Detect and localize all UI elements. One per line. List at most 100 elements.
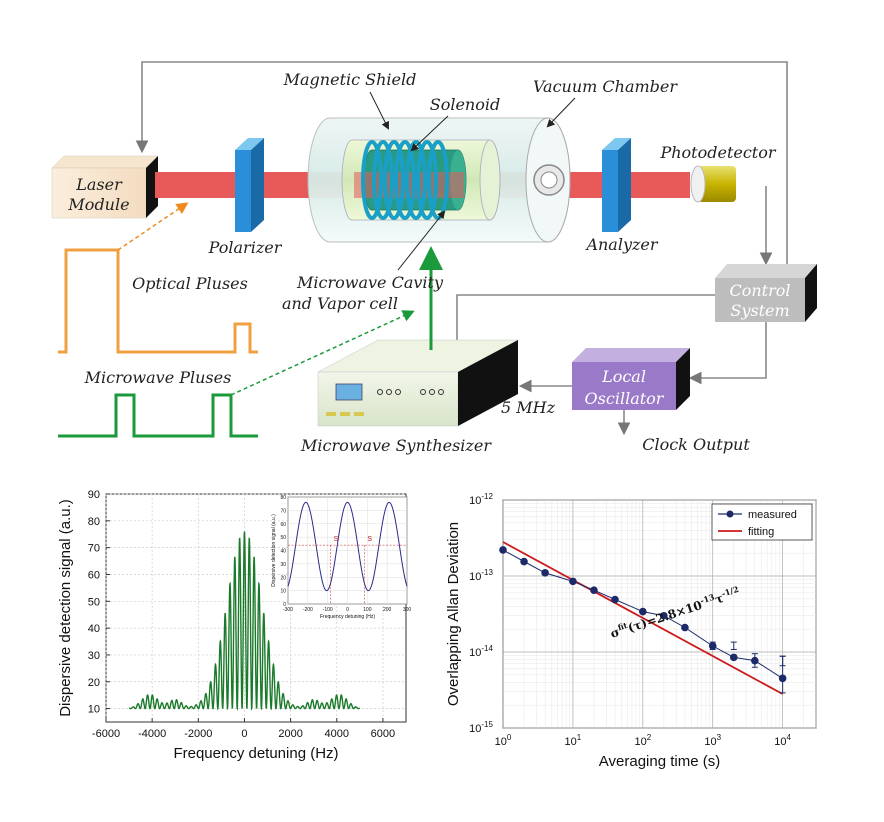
local-oscillator: Local Oscillator <box>572 348 690 410</box>
optical-pulses-label: Optical Pluses <box>132 274 248 293</box>
cavity-label-1: Microwave Cavity <box>296 273 444 292</box>
control-system: Control System <box>715 264 817 322</box>
fit-annotation-part: fit <box>616 620 628 633</box>
inset-y-tick: 30 <box>280 562 286 568</box>
inset-x-tick: 0 <box>346 607 349 613</box>
y-tick-label: 30 <box>88 650 100 662</box>
microwave-pulses: Microwave Pluses <box>58 310 415 438</box>
magnetic-shield-pointer <box>369 91 389 130</box>
inset-y-tick: 10 <box>280 589 286 595</box>
fringe-series-line <box>128 531 360 712</box>
measured-point <box>708 642 717 650</box>
photodetector-label: Photodetector <box>659 143 776 162</box>
inset-x-tick: 100 <box>363 607 372 613</box>
oscillator-label-2: Oscillator <box>585 389 665 408</box>
x-tick-exp: 3 <box>717 733 722 742</box>
y-tick-exp: -14 <box>481 644 493 653</box>
x-tick-base: 10 <box>774 736 786 748</box>
inset-y-tick: 50 <box>280 535 286 541</box>
legend-measured-marker <box>726 510 734 518</box>
y-tick-label: 90 <box>88 489 100 501</box>
y-tick-base: 10 <box>469 571 481 583</box>
laser-label-2: Module <box>67 195 129 214</box>
control-label-1: Control <box>729 281 790 300</box>
x-tick-label: 101 <box>565 733 582 748</box>
measured-point <box>499 546 507 554</box>
microwave-synthesizer: Microwave Synthesizer <box>300 339 519 455</box>
x-tick-label: -4000 <box>138 728 166 740</box>
y-tick-label: 80 <box>88 516 100 528</box>
y-tick-base: 10 <box>469 647 481 659</box>
legend-box <box>711 503 813 541</box>
5mhz-label: 5 MHz <box>501 398 556 417</box>
polarizer: Polarizer <box>208 138 283 257</box>
x-tick-label: 103 <box>704 733 721 748</box>
y-tick-label: 10-14 <box>469 644 493 659</box>
measured-point <box>660 611 668 620</box>
x-tick-label: 2000 <box>278 728 302 740</box>
x-axis-label: Averaging time (s) <box>599 753 720 770</box>
y-axis-label: Dispersive detection signal (a.u.) <box>57 499 74 717</box>
x-tick-label: 6000 <box>371 728 395 740</box>
analyzer-label: Analyzer <box>584 235 658 254</box>
fit-annotation-part: σ <box>609 625 622 641</box>
measured-point <box>611 595 619 604</box>
y-tick-exp: -13 <box>481 568 493 577</box>
x-tick-label: 104 <box>774 733 791 748</box>
inset-y-tick: 20 <box>280 575 286 581</box>
magnetic-shield-label: Magnetic Shield <box>283 70 417 89</box>
polarizer-label: Polarizer <box>208 238 283 257</box>
inset-x-tick: 300 <box>403 607 412 613</box>
x-tick-label: -6000 <box>92 728 120 740</box>
fit-annotation-part: -13 <box>699 592 716 606</box>
measured-point <box>569 577 577 586</box>
legend: measured fitting <box>711 503 813 541</box>
legend-fitting-label: fitting <box>748 526 774 538</box>
measured-point <box>681 623 689 632</box>
cavity-pointer <box>397 210 446 271</box>
y-axis-label: Overlapping Allan Deviation <box>445 522 462 706</box>
inset-y-label: Dispersive detection signal (a.u.) <box>271 514 277 587</box>
legend-measured-label: measured <box>748 509 797 521</box>
inset-x-tick: -300 <box>283 607 293 613</box>
control-to-oscillator-line <box>688 322 767 385</box>
y-tick-base: 10 <box>469 495 481 507</box>
measured-point <box>639 607 647 616</box>
vacuum-chamber-label: Vacuum Chamber <box>533 77 678 96</box>
microwave-pulses-label: Microwave Pluses <box>84 368 232 387</box>
solenoid <box>361 140 449 220</box>
x-tick-base: 10 <box>634 736 646 748</box>
measured-point <box>541 569 549 577</box>
x-tick-base: 10 <box>704 736 716 748</box>
x-tick-label: 4000 <box>325 728 349 740</box>
x-tick-label: -2000 <box>184 728 212 740</box>
inset-y-tick: 80 <box>280 495 286 501</box>
x-axis-label: Frequency detuning (Hz) <box>173 745 338 762</box>
y-tick-label: 20 <box>88 677 100 689</box>
y-tick-label: 10-15 <box>469 720 493 735</box>
clock-output-label: Clock Output <box>642 435 750 454</box>
measured-point <box>590 586 598 595</box>
measured-point <box>778 674 787 683</box>
measured-point <box>520 557 528 566</box>
x-tick-base: 10 <box>495 736 507 748</box>
fitting-series-line <box>502 541 784 695</box>
control-to-synth-line <box>450 294 715 359</box>
inset-annotation: S <box>334 536 339 543</box>
y-tick-label: 10 <box>88 704 100 716</box>
inset-y-tick: 0 <box>283 602 286 608</box>
x-tick-base: 10 <box>565 736 577 748</box>
x-tick-exp: 4 <box>787 733 792 742</box>
solenoid-pointer <box>410 115 449 152</box>
x-tick-exp: 2 <box>647 733 652 742</box>
inset-series-line <box>287 501 408 592</box>
measured-point <box>751 656 759 665</box>
analyzer: Analyzer <box>584 138 659 254</box>
y-tick-exp: -12 <box>481 492 493 501</box>
inset-annotation: S <box>367 536 372 543</box>
feedback-loop-line <box>135 61 788 265</box>
